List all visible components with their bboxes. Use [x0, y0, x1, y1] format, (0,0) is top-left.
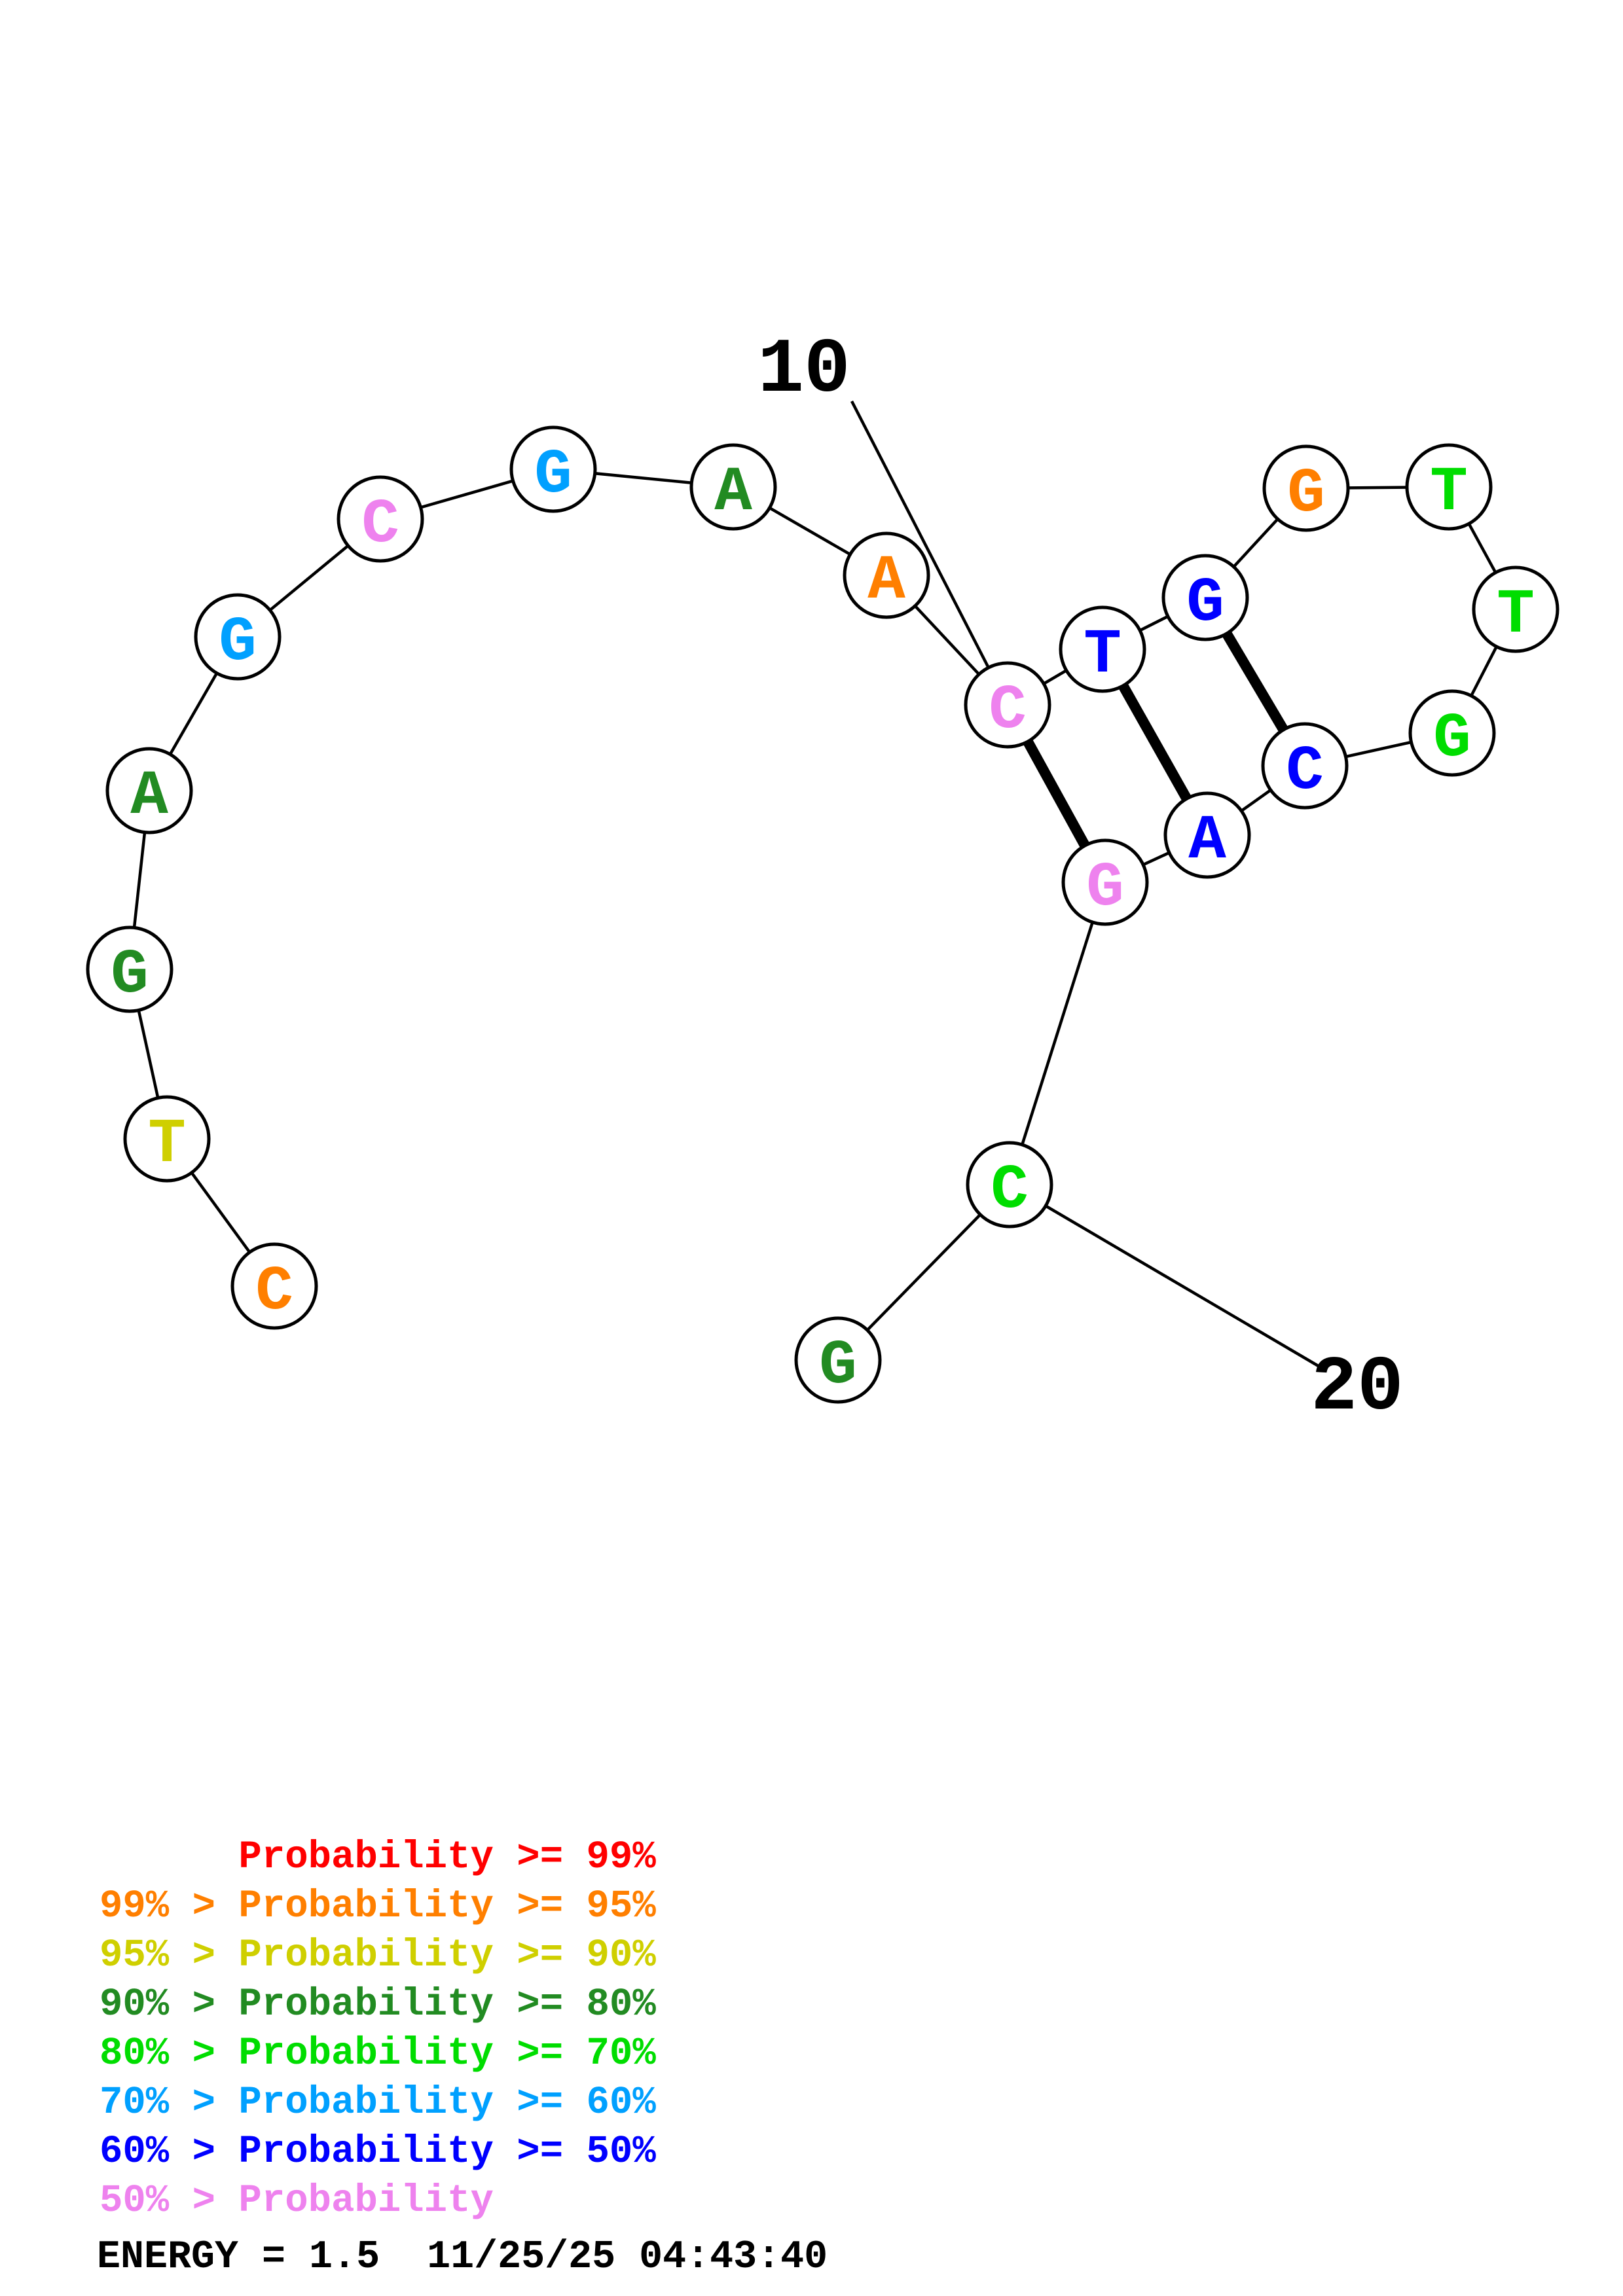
nucleotide-circle	[337, 475, 424, 563]
nucleotide-base: G	[1433, 703, 1471, 774]
nucleotide-circle	[194, 593, 282, 681]
nucleotide-base: G	[219, 607, 257, 678]
legend-entry: 95% > Probability >= 90%	[100, 1933, 656, 1977]
nucleotide-base: G	[1086, 852, 1124, 924]
sequence-label-line	[1008, 1183, 1322, 1369]
legend-entry: Probability >= 99%	[100, 1835, 656, 1879]
backbone-segment	[1008, 882, 1107, 1185]
nucleotide-circle	[1261, 722, 1349, 810]
legend-entry: 70% > Probability >= 60%	[100, 2081, 656, 2125]
legend-entry: 50% > Probability	[100, 2179, 494, 2223]
legend-entry: 80% > Probability >= 70%	[100, 2032, 656, 2075]
nucleotide-circle	[1163, 791, 1251, 879]
nucleotide-circle	[509, 425, 597, 513]
nucleotide-circle	[1161, 554, 1249, 641]
legend-entry: 90% > Probability >= 80%	[100, 1982, 656, 2026]
nucleotide-circle	[86, 925, 173, 1013]
nucleotide-base: G	[1186, 567, 1224, 639]
nucleotide-base: T	[148, 1109, 186, 1180]
nucleotide-base: T	[1084, 619, 1122, 691]
nucleotide-circle	[1405, 443, 1493, 531]
nucleotide-circle	[843, 531, 930, 619]
nucleotide-circle	[964, 661, 1051, 749]
nucleotide-circle	[230, 1242, 318, 1330]
nucleotide-base: G	[1287, 458, 1325, 529]
nucleotide-base: C	[255, 1256, 293, 1327]
nucleotide-base: T	[1430, 457, 1468, 528]
nucleotide-base: C	[361, 489, 399, 560]
nucleotide-circle	[105, 747, 193, 834]
nucleotide-base: C	[1286, 736, 1324, 807]
sequence-number-label: 10	[757, 327, 850, 414]
nucleotide-base: A	[1188, 805, 1226, 876]
nucleotide-base: T	[1497, 579, 1535, 651]
nucleotide-circle	[1059, 605, 1146, 693]
nucleotide-base: G	[111, 939, 149, 1011]
nucleotide-circle	[794, 1316, 882, 1404]
nucleotide-circle	[1408, 689, 1496, 777]
nucleotide-circle	[123, 1095, 211, 1183]
probability-legend: Probability >= 99% 99% > Probability >= 9…	[100, 1833, 656, 2225]
energy-line: ENERGY = 1.5 11/25/25 04:43:40	[97, 2235, 828, 2280]
nucleotide-circle	[1472, 565, 1559, 653]
legend-entry: 99% > Probability >= 95%	[100, 1884, 656, 1928]
nucleotide-circle	[1061, 838, 1149, 926]
sequence-label-line	[850, 400, 1010, 706]
nucleotide-base: A	[714, 457, 752, 528]
nucleotide-base: A	[867, 545, 905, 617]
nucleotide-base: G	[534, 439, 572, 511]
nucleotide-base: C	[989, 675, 1027, 746]
nucleotide-base: C	[991, 1155, 1029, 1226]
sequence-number-label: 20	[1311, 1345, 1404, 1432]
nucleotide-circle	[689, 443, 777, 531]
legend-entry: 60% > Probability >= 50%	[100, 2130, 656, 2174]
nucleotide-circle	[1262, 444, 1350, 532]
nucleotide-circle	[966, 1141, 1053, 1229]
nucleotide-base: A	[130, 761, 168, 832]
nucleotide-base: G	[819, 1330, 857, 1401]
